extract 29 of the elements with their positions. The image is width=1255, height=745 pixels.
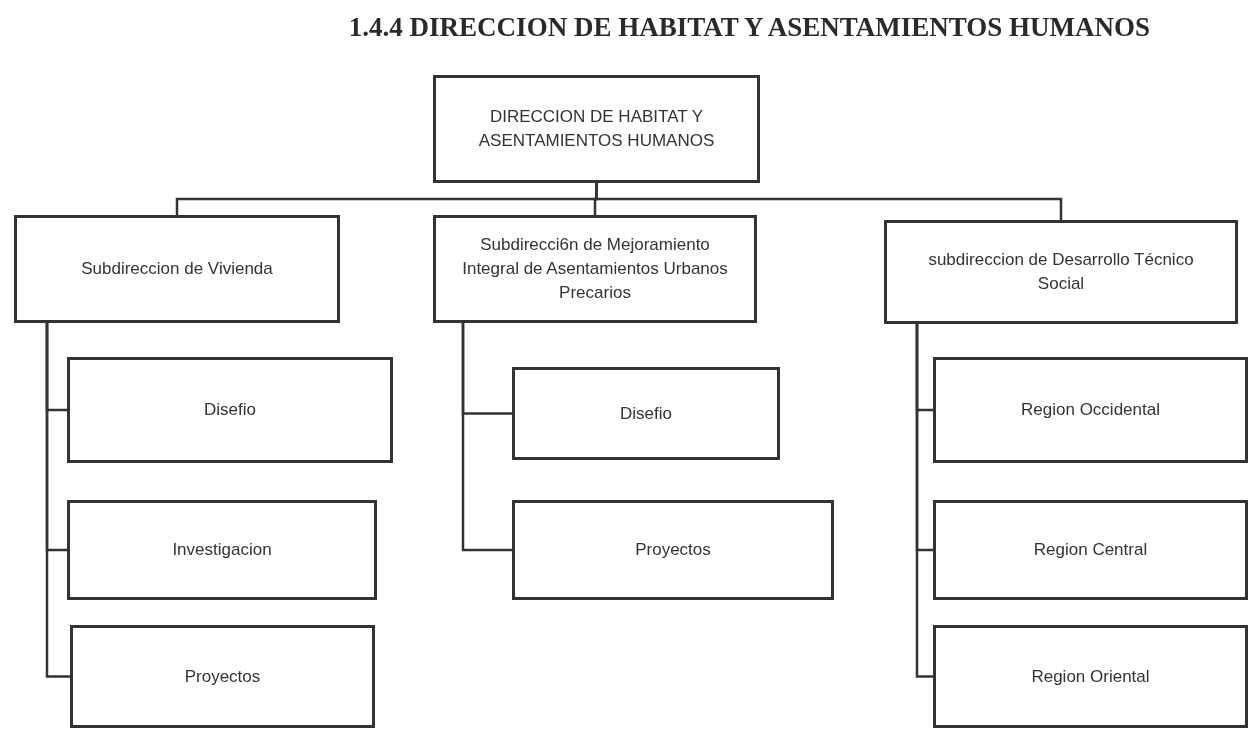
org-box [433, 75, 760, 183]
org-box [433, 215, 757, 323]
box-label: Disefio [203, 399, 257, 422]
connector-line [595, 183, 1063, 220]
org-box [933, 625, 1248, 728]
box-label: subdireccion de Desarrollo Técnico Social [927, 249, 1195, 295]
org-box [933, 357, 1248, 463]
org-box [512, 367, 780, 460]
org-box [67, 500, 377, 600]
org-box [933, 500, 1248, 600]
box-label: Subdirecci6n de Mejoramiento Integral de Asentamientos Urbanos Precarios [461, 234, 729, 304]
connector-line [45, 323, 70, 678]
box-label: Region Oriental [1030, 665, 1151, 688]
box-label: Disefio [619, 402, 673, 425]
box-label: Investigacion [171, 539, 273, 562]
title: 1.4.4 DIRECCION DE HABITAT Y ASENTAMIENTOS HUMANOS [347, 12, 1150, 43]
org-box [884, 220, 1238, 324]
box-label: Region Central [1032, 539, 1149, 562]
box-label: Proyectos [634, 539, 712, 562]
org-box [512, 500, 834, 600]
org-box [67, 357, 393, 463]
box-label: DIRECCION DE HABITAT Y ASENTAMIENTOS HUMANOS [477, 106, 716, 152]
connector-line [915, 324, 933, 678]
org-box [70, 625, 375, 728]
box-label: Proyectos [183, 665, 262, 688]
org-box [14, 215, 340, 323]
connector-line [461, 323, 512, 552]
box-label: Subdireccion de Vivienda [80, 258, 274, 281]
box-label: Region Occidental [1020, 399, 1161, 422]
